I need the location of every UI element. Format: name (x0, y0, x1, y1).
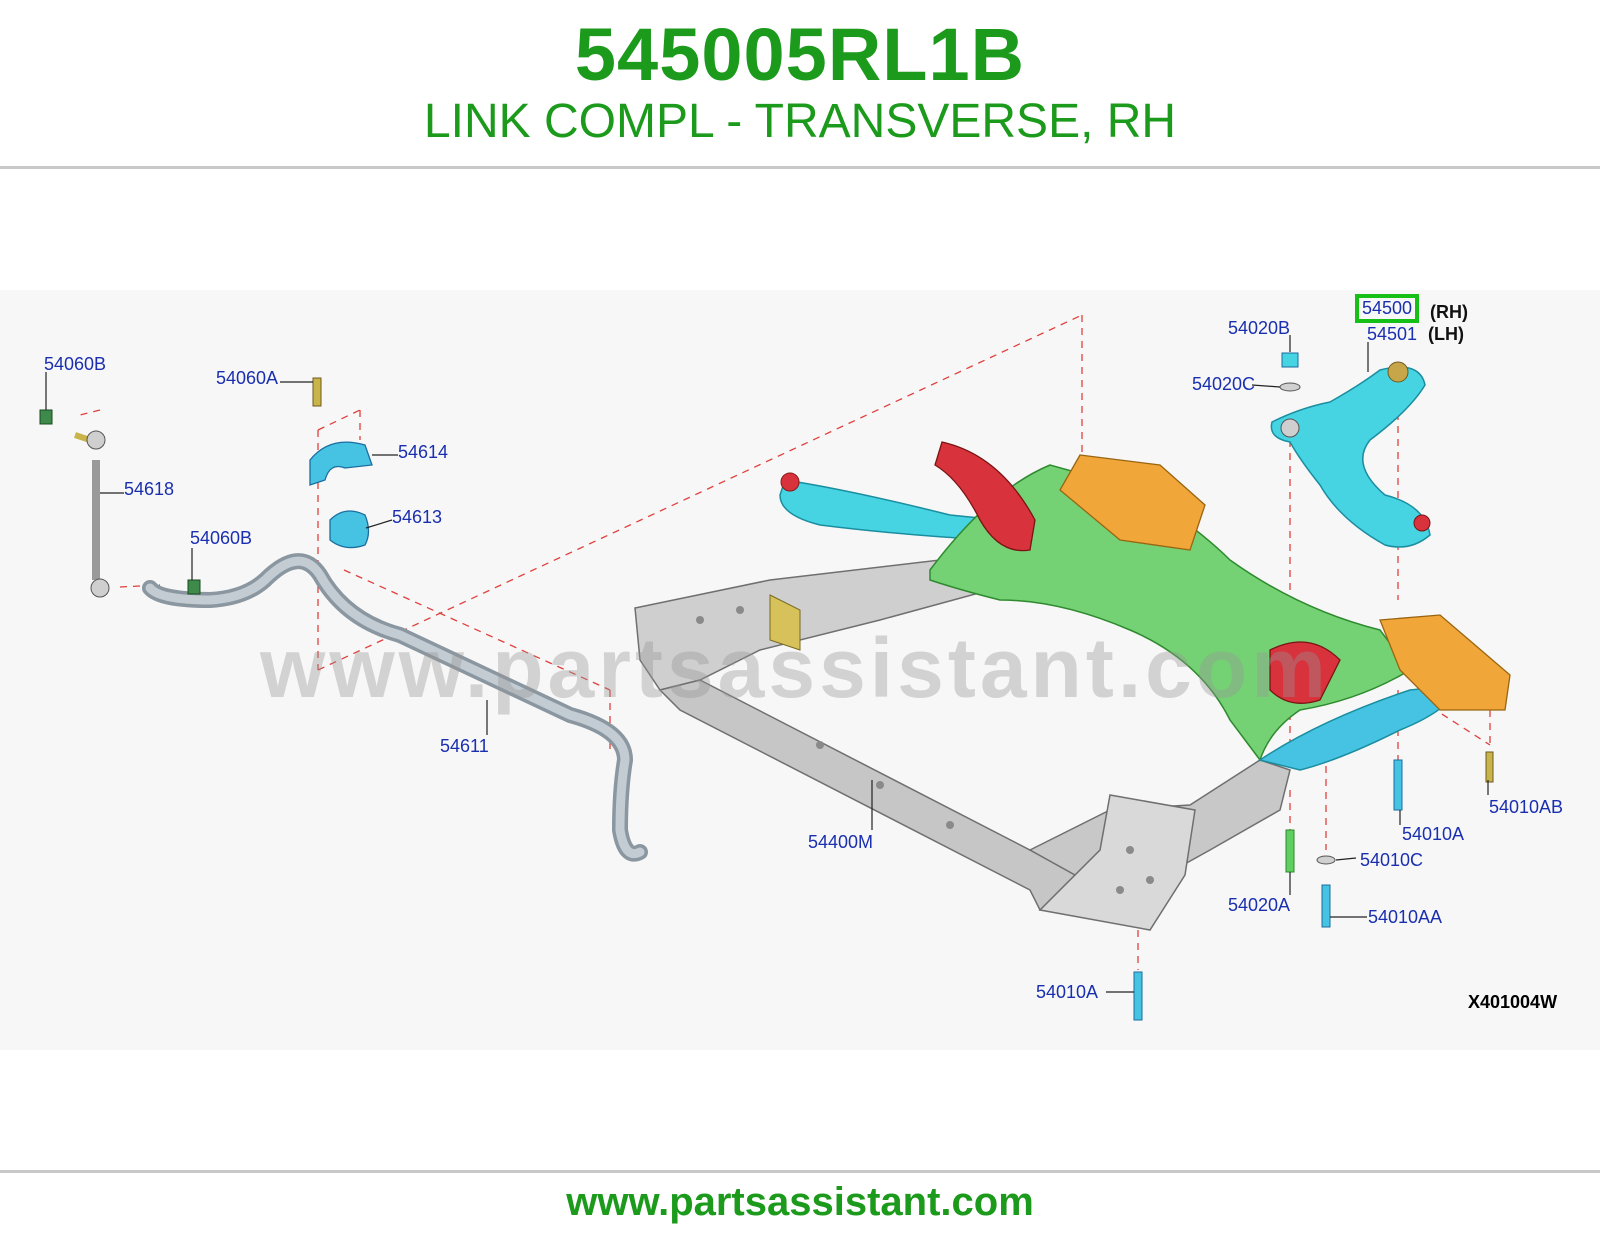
callout-54010a-right[interactable]: 54010A (1402, 824, 1465, 844)
diagram-reference-code: X401004W (1468, 992, 1558, 1012)
leader-lines (45, 335, 1489, 993)
left-lower-arm (779, 479, 1002, 541)
parts-diagram: www.partsassistant.com 54060B 54060A 546… (0, 290, 1600, 1050)
callout-54618[interactable]: 54618 (124, 479, 175, 499)
rear-orange-bracket (1059, 454, 1206, 551)
front-orange-bracket (1379, 614, 1511, 711)
footer-website-link[interactable]: www.partsassistant.com (566, 1180, 1034, 1224)
bolt-54060a (312, 377, 322, 407)
bolt-54010ab (1485, 751, 1494, 783)
bolt-54020a (1285, 829, 1295, 873)
transverse-link-rh (1270, 366, 1431, 548)
callout-54010aa[interactable]: 54010AA (1368, 907, 1443, 927)
watermark: www.partsassistant.com (260, 621, 1330, 715)
stabilizer-bushing (329, 510, 370, 549)
front-red-bracket (1269, 641, 1341, 704)
front-subframe-54400m (634, 559, 1291, 931)
part-name-subtitle: LINK COMPL - TRANSVERSE, RH (423, 95, 1177, 148)
callout-54060a[interactable]: 54060A (216, 368, 279, 388)
nut-54060b-top (39, 409, 53, 425)
callout-54613[interactable]: 54613 (392, 507, 443, 527)
bolt-54010a-bottom (1133, 971, 1143, 1021)
callout-54060b-mid[interactable]: 54060B (190, 528, 253, 548)
callout-54500-selected[interactable]: 54500 (1355, 294, 1420, 323)
callout-rh-label: (RH) (1430, 302, 1468, 322)
callout-54614[interactable]: 54614 (398, 442, 449, 462)
callout-54010c[interactable]: 54010C (1360, 850, 1424, 870)
rear-red-bracket (934, 441, 1036, 552)
footer-divider (0, 1170, 1600, 1173)
washer-54010c (1316, 855, 1336, 865)
callout-lh-label: (LH) (1428, 324, 1464, 344)
callout-54060b-top[interactable]: 54060B (44, 354, 107, 374)
callout-54010a-bottom[interactable]: 54010A (1036, 982, 1099, 1002)
callout-54501[interactable]: 54501 (1367, 324, 1418, 344)
bolt-54010aa (1321, 884, 1331, 928)
callout-54020a[interactable]: 54020A (1228, 895, 1291, 915)
header: 545005RL1B LINK COMPL - TRANSVERSE, RH (0, 0, 1600, 168)
part-number-title: 545005RL1B (574, 13, 1026, 96)
bushing-clamp (309, 441, 373, 486)
callout-54020c[interactable]: 54020C (1192, 374, 1256, 394)
callout-54400m[interactable]: 54400M (808, 832, 874, 852)
callout-54020b[interactable]: 54020B (1228, 318, 1291, 338)
callout-54010ab[interactable]: 54010AB (1489, 797, 1564, 817)
callout-54611[interactable]: 54611 (440, 736, 489, 756)
exploded-view-drawing (39, 314, 1511, 1021)
nut-54060b-mid (187, 579, 201, 595)
header-divider (0, 166, 1600, 169)
bolt-54010a-right (1393, 759, 1403, 811)
